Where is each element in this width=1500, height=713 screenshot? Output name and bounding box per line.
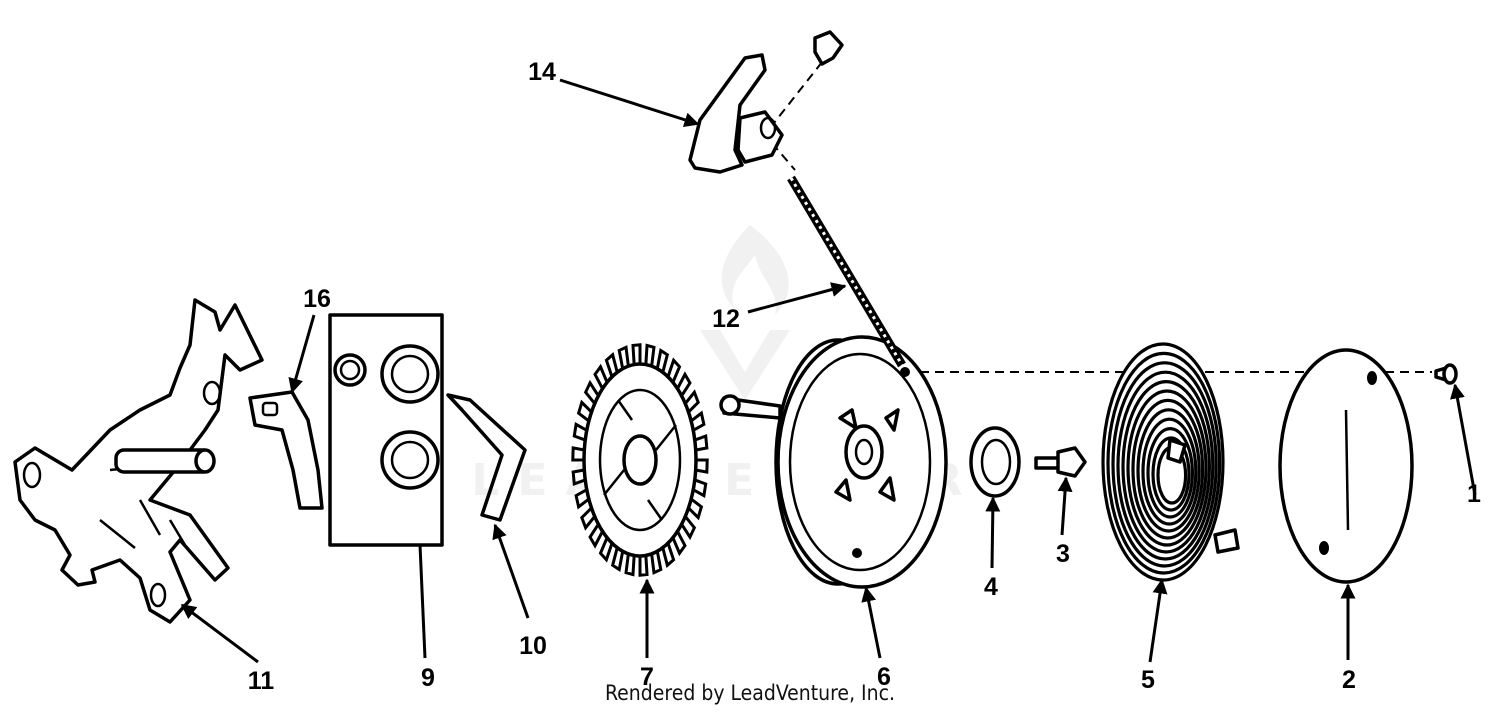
callout-1: 1 [1467, 480, 1481, 508]
part-11-bracket [13, 298, 264, 624]
part-10-spring [446, 393, 527, 522]
callout-7: 7 [640, 663, 654, 691]
callout-9: 9 [421, 664, 435, 692]
watermark-v-icon [700, 330, 790, 400]
part-7-gear [571, 343, 709, 577]
callout-labels: 1 2 3 4 5 6 7 9 10 11 12 14 16 [248, 58, 1481, 695]
callout-3: 3 [1056, 540, 1070, 568]
leader-arrows [180, 78, 1477, 664]
part-16-pawl [248, 390, 324, 510]
part-1-screw [1434, 363, 1458, 385]
part-12-rope [787, 175, 906, 368]
callout-11: 11 [248, 667, 275, 695]
callout-2: 2 [1342, 666, 1356, 694]
callout-5: 5 [1141, 666, 1155, 694]
part-6-pulley [719, 335, 948, 589]
callout-12: 12 [712, 305, 740, 333]
gear-teeth [571, 343, 709, 577]
part-3-bolt [1034, 446, 1087, 478]
rendered-by-credit: Rendered by LeadVenture, Inc. [605, 681, 895, 705]
part-9-plate [328, 313, 444, 547]
callout-10: 10 [519, 632, 547, 660]
assembly-centerlines [769, 51, 1432, 373]
part-4-bushing [969, 426, 1021, 498]
part-5-recoil-spring [1101, 342, 1240, 582]
watermark-flame-icon [721, 225, 789, 315]
callout-14: 14 [528, 58, 556, 86]
callout-4: 4 [984, 573, 998, 601]
spring-coils [1101, 342, 1225, 582]
part-2-cover [1278, 348, 1414, 584]
callout-16: 16 [303, 285, 331, 313]
part-14-handle [688, 30, 844, 174]
callout-6: 6 [877, 663, 891, 691]
